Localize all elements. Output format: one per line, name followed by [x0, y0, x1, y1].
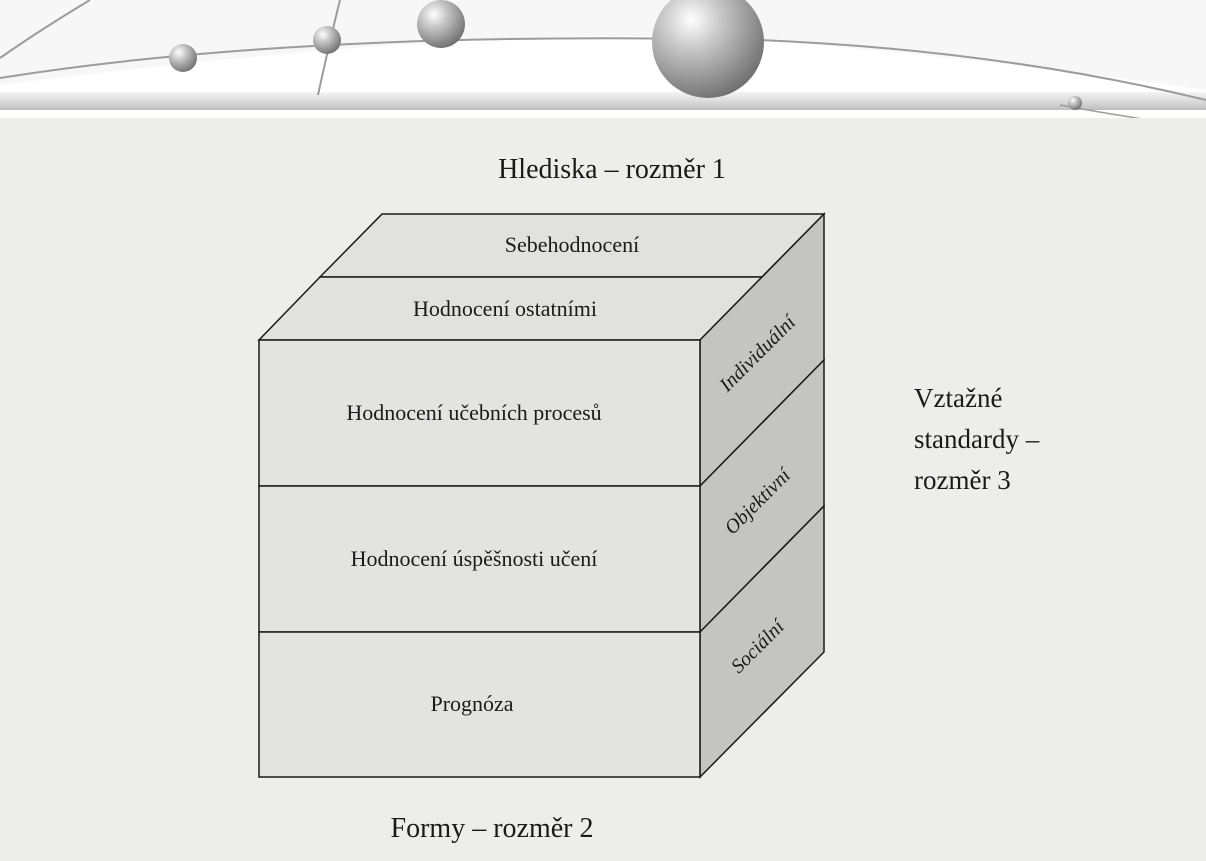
cube-front-layer-2 [258, 485, 701, 633]
sphere-icon [169, 44, 197, 72]
dimension-3-label-line-2: standardy – [914, 424, 1040, 454]
top-layer-label-peer-evaluation: Hodnocení ostatními [413, 296, 597, 321]
dimension-3-label-line-3: rozměr 3 [914, 465, 1011, 495]
dimension-3-label-line-1: Vztažné [914, 383, 1002, 413]
front-layer-label-learning-success: Hodnocení úspěšnosti učení [351, 546, 598, 571]
sphere-icon [417, 0, 465, 48]
sphere-icon [652, 0, 764, 98]
sphere-icon [1068, 96, 1082, 110]
dimension-1-label: Hlediska – rozměr 1 [498, 154, 726, 185]
front-layer-label-learning-processes: Hodnocení učebních procesů [346, 400, 601, 425]
top-layer-label-self-evaluation: Sebehodnocení [505, 232, 639, 257]
front-layer-label-prognosis: Prognóza [430, 691, 513, 716]
sphere-icon [313, 26, 341, 54]
cube-front-layer-1 [258, 339, 701, 487]
dimension-2-label: Formy – rozměr 2 [391, 813, 594, 844]
header-decoration [0, 0, 1206, 118]
cube-front-layer-3 [258, 631, 701, 778]
